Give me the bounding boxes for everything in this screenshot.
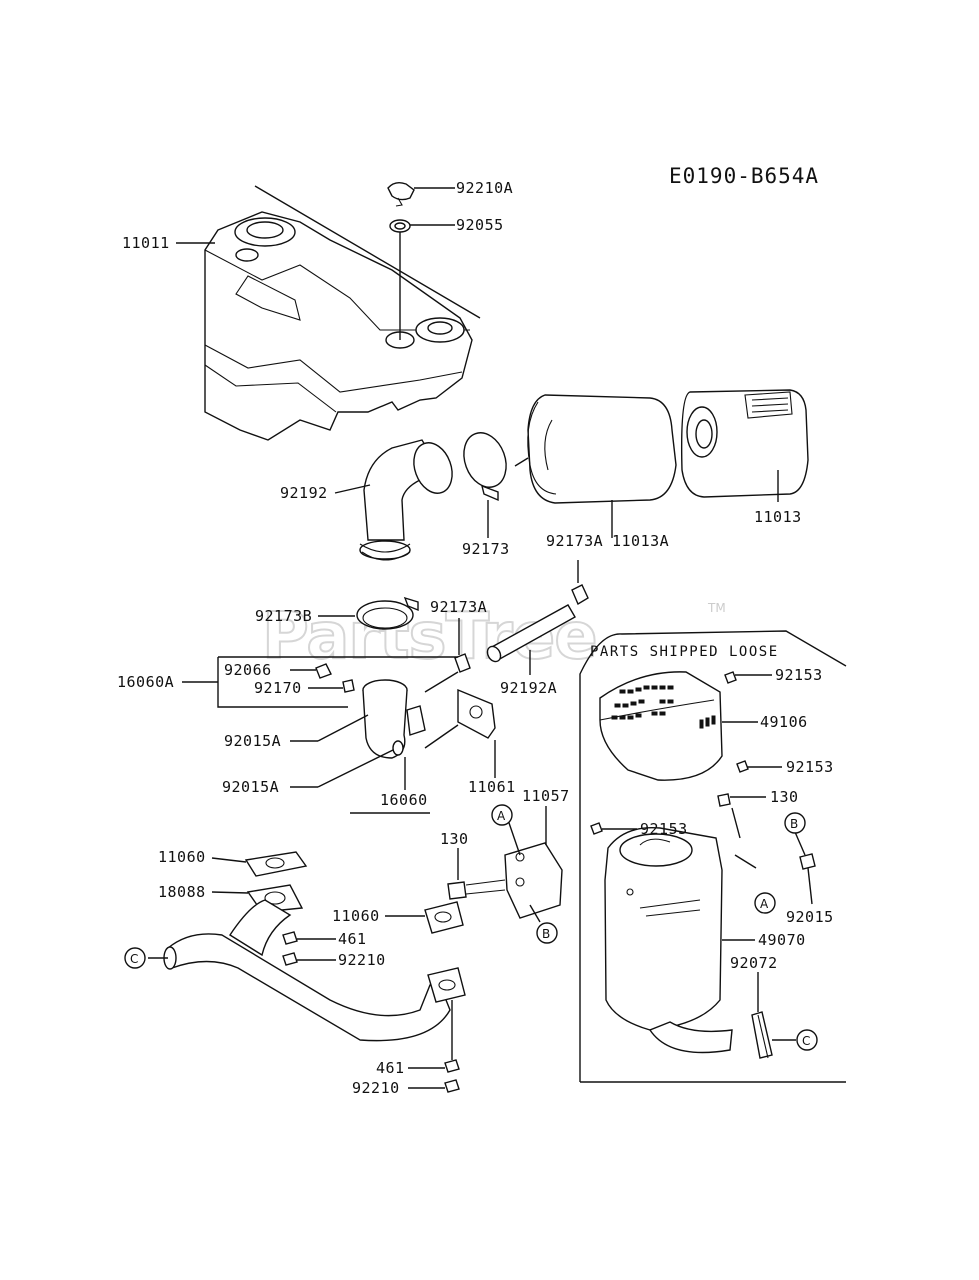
watermark-tm: TM [707, 601, 726, 615]
exhaust-pipe-illustration [163, 899, 466, 1093]
part-label: 92015A [222, 778, 279, 796]
part-label: 92055 [456, 216, 504, 234]
part-label: 461 [376, 1059, 405, 1077]
part-label: 92173A [546, 532, 603, 550]
part-label: 11057 [522, 787, 570, 805]
part-label: 11013A [612, 532, 669, 550]
ref-b-label: B [542, 927, 550, 941]
part-label: 18088 [158, 883, 206, 901]
watermark: PartsTree TM [261, 599, 726, 675]
watermark-text: PartsTree [262, 600, 597, 674]
part-label: 92066 [224, 661, 272, 679]
bracket-illustration [447, 842, 563, 919]
part-label: 16060 [380, 791, 428, 809]
parts-shipped-loose-frame [579, 630, 847, 1082]
ref-c-label: C [802, 1034, 810, 1048]
part-label: 11061 [468, 778, 516, 796]
reference-markers: A B C A B C [124, 804, 818, 1051]
part-label: 92173B [255, 607, 312, 625]
spark-arrestor-illustration [751, 1011, 773, 1059]
part-label: 49070 [758, 931, 806, 949]
part-label: 11013 [754, 508, 802, 526]
ref-c-marker: C [796, 1029, 818, 1051]
diagram-code: E0190-B654A [669, 164, 819, 188]
ref-a-marker: A [491, 804, 513, 826]
hose-clamp-b-illustration [356, 596, 419, 630]
part-label: 130 [770, 788, 799, 806]
part-label: 92210A [456, 179, 513, 197]
muffler-nuts-illustration [590, 671, 816, 870]
part-label: 92153 [786, 758, 834, 776]
part-label: 130 [440, 830, 469, 848]
fuel-cap-illustration [387, 181, 415, 207]
part-label: 92072 [730, 954, 778, 972]
part-label: 92192A [500, 679, 557, 697]
gasket-11061-illustration [457, 688, 496, 739]
part-label: 11011 [122, 234, 170, 252]
part-label: 461 [338, 930, 367, 948]
muffler-illustration [604, 826, 733, 1054]
part-label: 16060A [117, 673, 174, 691]
part-label: 11060 [158, 848, 206, 866]
breather-hose-illustration [454, 584, 589, 673]
leader-lines [148, 187, 813, 1089]
ref-c-marker: C [124, 947, 146, 969]
ref-b-marker: B [536, 922, 558, 944]
part-label: 92173 [462, 540, 510, 558]
muffler-outlet-pipe-illustration [315, 663, 426, 759]
part-label: 92210 [352, 1079, 400, 1097]
ref-b-marker: B [784, 812, 806, 834]
section-title: PARTS SHIPPED LOOSE [590, 644, 779, 660]
ref-a-marker: A [754, 892, 776, 914]
gasket-illustration [389, 219, 411, 233]
filter-element-illustration [527, 394, 677, 504]
part-label: 92210 [338, 951, 386, 969]
part-label: 92173A [430, 598, 487, 616]
air-cleaner-housing-illustration [680, 389, 809, 498]
ref-a-label: A [497, 809, 506, 823]
ref-c-label: C [130, 952, 138, 966]
part-label: 92015A [224, 732, 281, 750]
part-label: 49106 [760, 713, 808, 731]
part-label: 92153 [775, 666, 823, 684]
hose-clamp-illustration [463, 432, 507, 502]
part-label: 92170 [254, 679, 302, 697]
muffler-guard-illustration [599, 671, 723, 781]
ref-a-label: A [760, 897, 769, 911]
fuel-tank-illustration [204, 185, 481, 441]
part-labels: 92210A 92055 11011 92192 92173 11013A 11… [117, 179, 834, 1097]
part-label: 92153 [640, 820, 688, 838]
part-label: 92192 [280, 484, 328, 502]
part-label: 92015 [786, 908, 834, 926]
part-label: 11060 [332, 907, 380, 925]
ref-b-label: B [790, 817, 798, 831]
air-elbow-illustration [359, 439, 453, 561]
